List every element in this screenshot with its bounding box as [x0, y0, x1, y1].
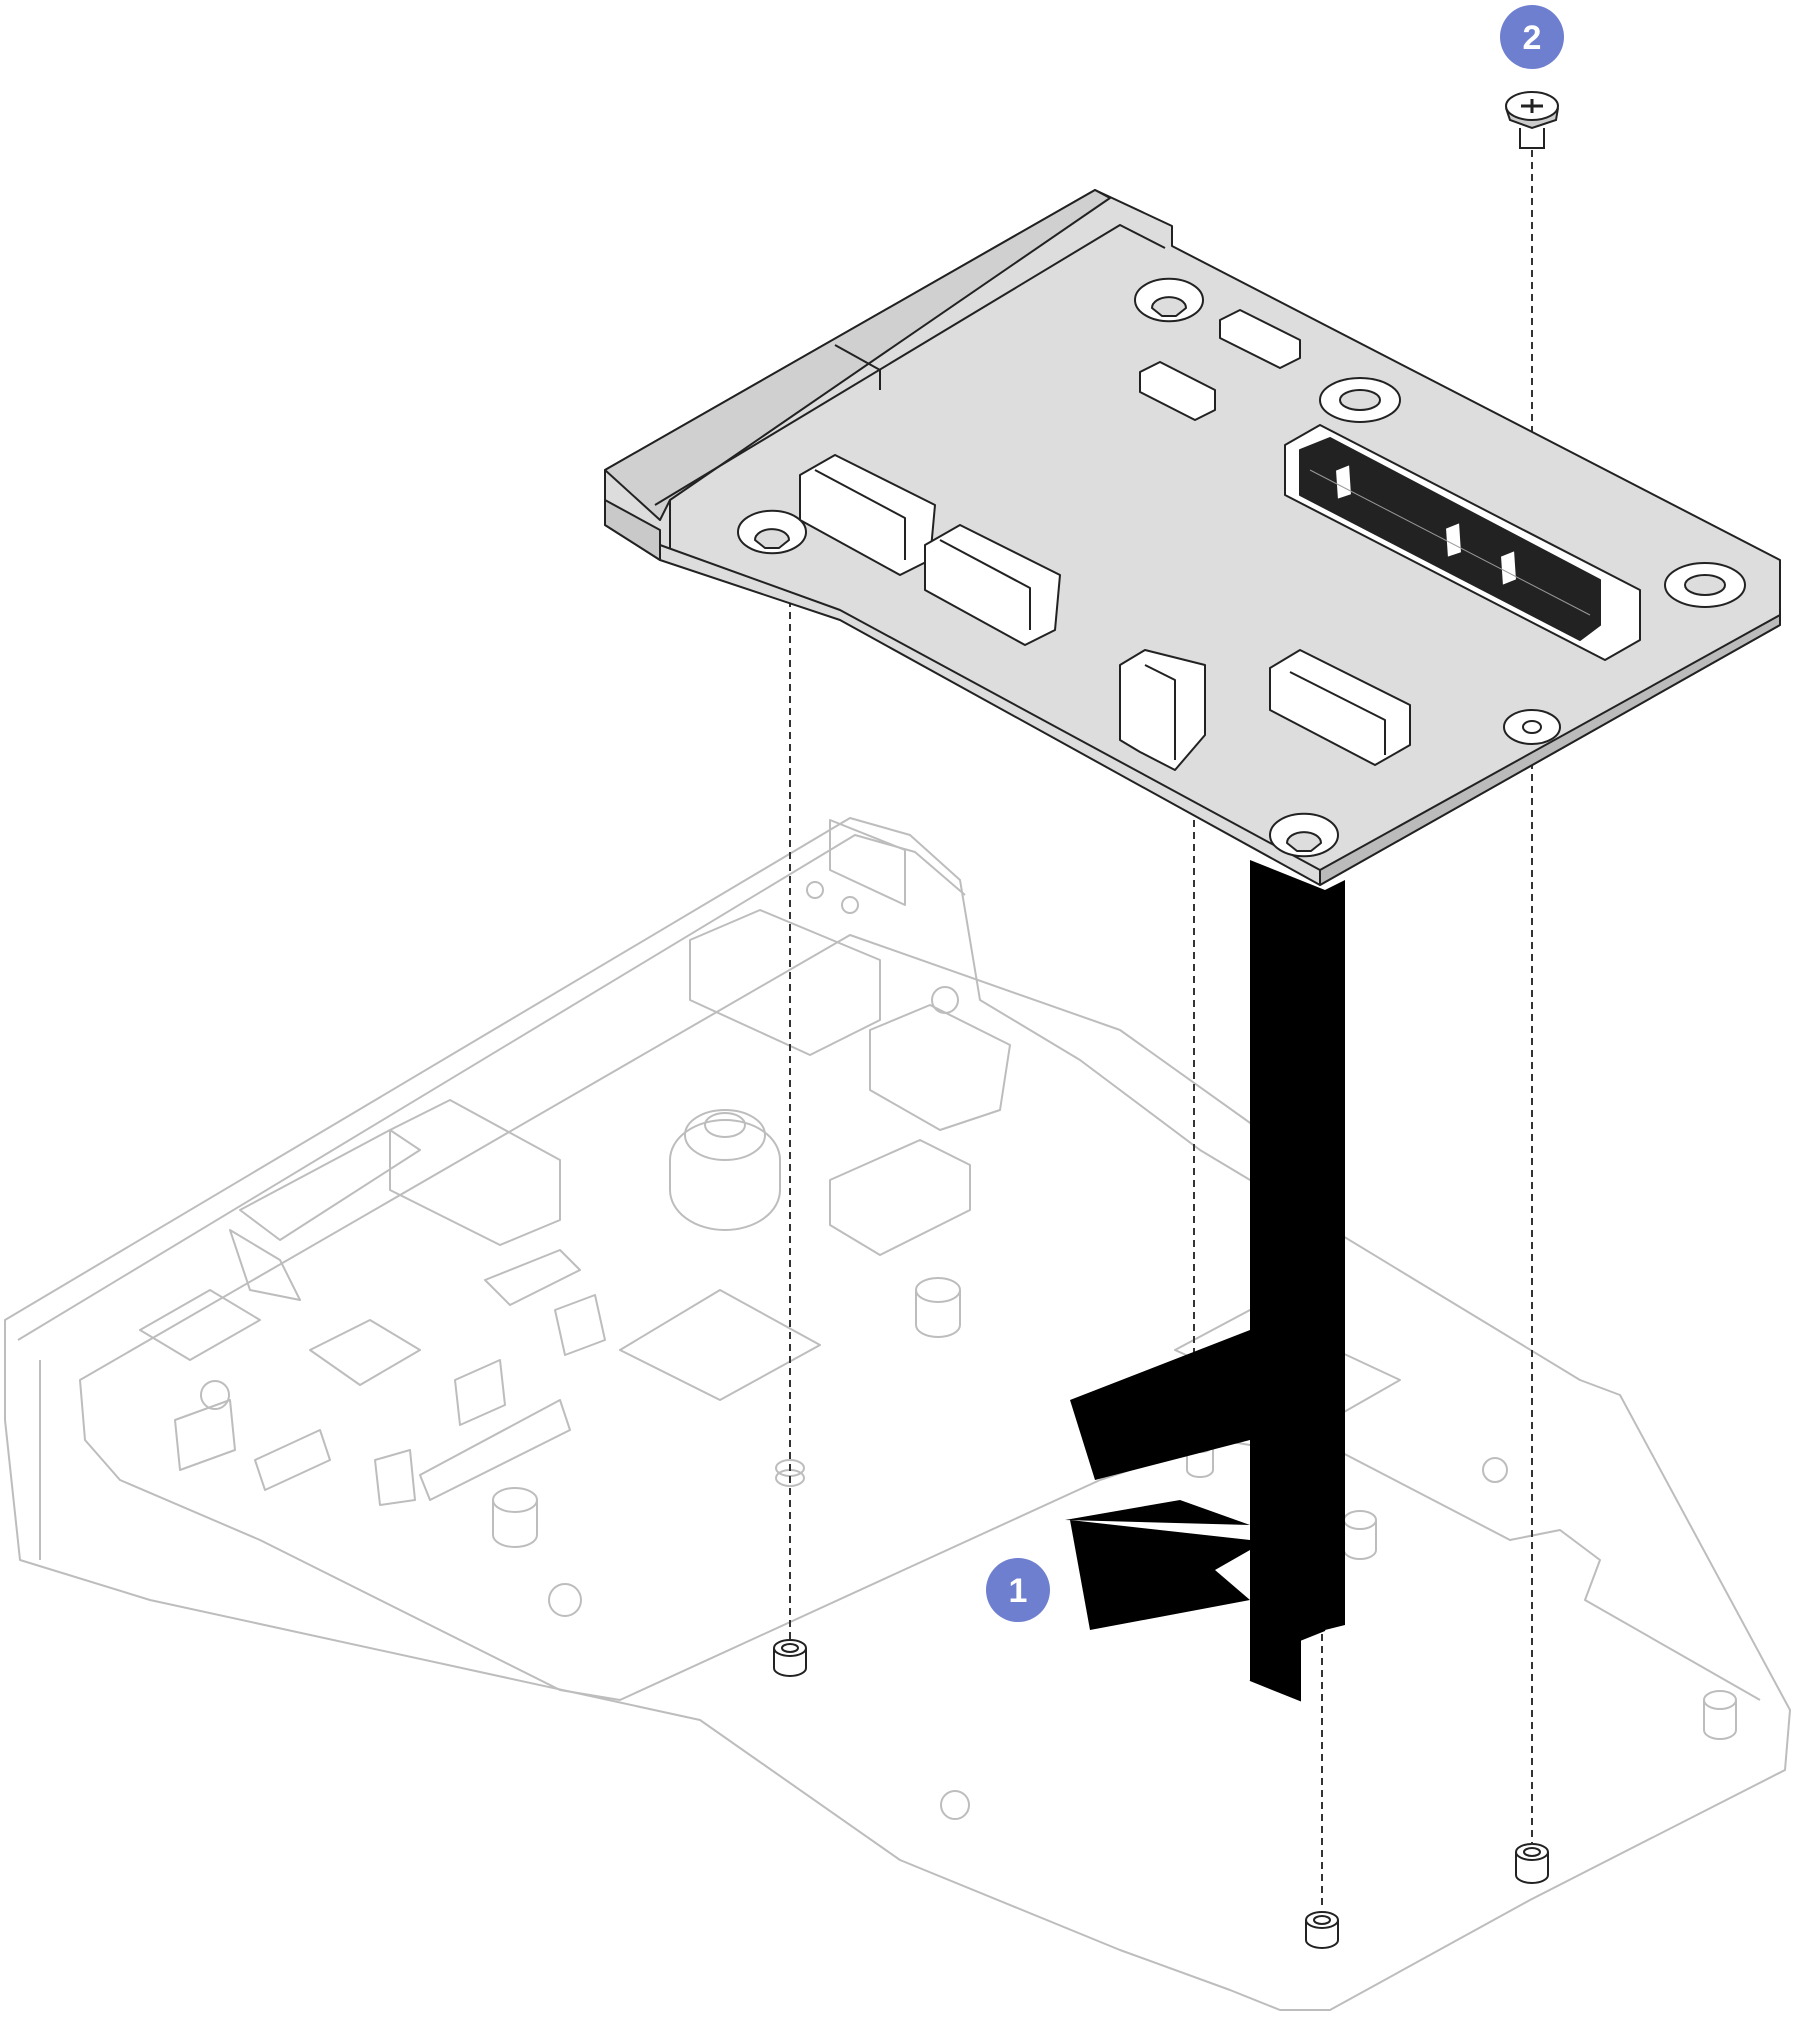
callout-2: 2 [1500, 5, 1564, 69]
cpu-square [619, 1289, 821, 1401]
board-small-connector-b [1139, 361, 1216, 421]
usb-port [139, 1289, 261, 1361]
usb-block [869, 1004, 1011, 1131]
tray-outline [4, 817, 1791, 2011]
vga-connector [239, 1129, 421, 1241]
ghost-header-a [484, 1249, 581, 1306]
ghost-header-b [554, 1294, 606, 1356]
rj45-block [689, 909, 881, 1056]
ghost-pins [454, 1359, 506, 1426]
board-socket-c [1119, 649, 1206, 771]
callout-1: 1 [986, 1558, 1050, 1622]
ghost-screw-c [548, 1583, 582, 1617]
ghost-connector-a [829, 1139, 971, 1256]
ghost-pins-b [374, 1449, 416, 1506]
ghost-sd-slot [309, 1319, 421, 1386]
pcie-slot [1284, 424, 1641, 661]
ghost-small-conn [174, 1399, 236, 1471]
standoff-bottom [1305, 1911, 1339, 1949]
ghost-small-conn-b [254, 1429, 331, 1491]
screw-hole [1503, 709, 1561, 745]
ghost-screw-b [931, 986, 959, 1014]
screw-icon [1505, 91, 1559, 149]
ghost-system-board-tray [4, 817, 1791, 2011]
ghost-screw-a [200, 1380, 230, 1410]
board-connector-b [924, 524, 1061, 646]
riser-board [604, 189, 1781, 886]
ghost-standoffs [492, 1277, 1737, 1740]
callout-2-label: 2 [1523, 19, 1542, 57]
callout-1-label: 1 [1009, 1572, 1028, 1610]
power-block [389, 1099, 561, 1246]
mounting-standoffs [773, 1411, 1549, 1949]
battery-socket [669, 1119, 781, 1231]
l-shaped-down-left-arrow-icon [1065, 860, 1345, 1702]
standoff-left [773, 1639, 807, 1677]
board-small-connector-a [1219, 309, 1301, 369]
rear-bracket [829, 819, 906, 906]
standoff-screw-target [1515, 1843, 1549, 1884]
ghost-m2-slot [419, 1399, 571, 1501]
